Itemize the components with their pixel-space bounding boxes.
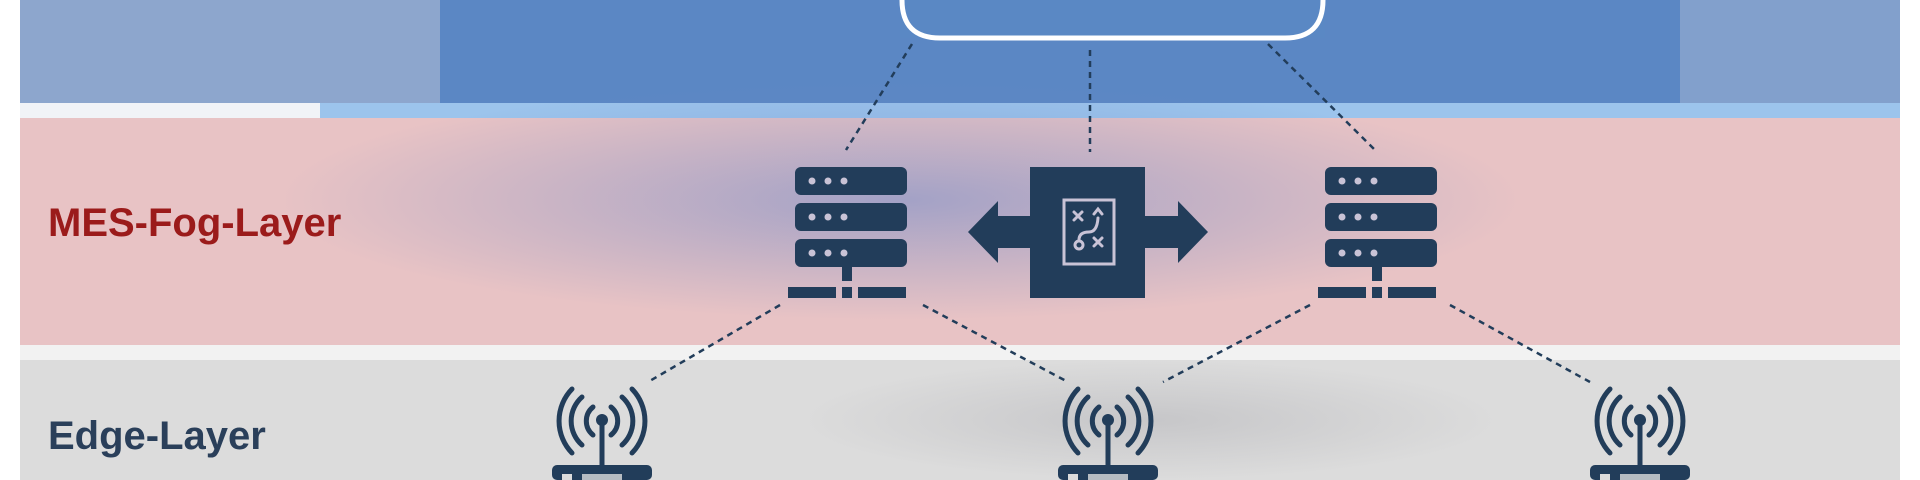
bidirectional-arrow-icon: [968, 201, 1208, 263]
strategy-board-icon: [1062, 198, 1116, 266]
connection-lines: [647, 43, 1591, 384]
fog-layer-label: MES-Fog-Layer: [48, 201, 342, 245]
edge-layer-label: Edge-Layer: [48, 414, 266, 458]
cloud-box-outline: [899, 0, 1326, 41]
cloud-box: [900, 0, 1325, 38]
